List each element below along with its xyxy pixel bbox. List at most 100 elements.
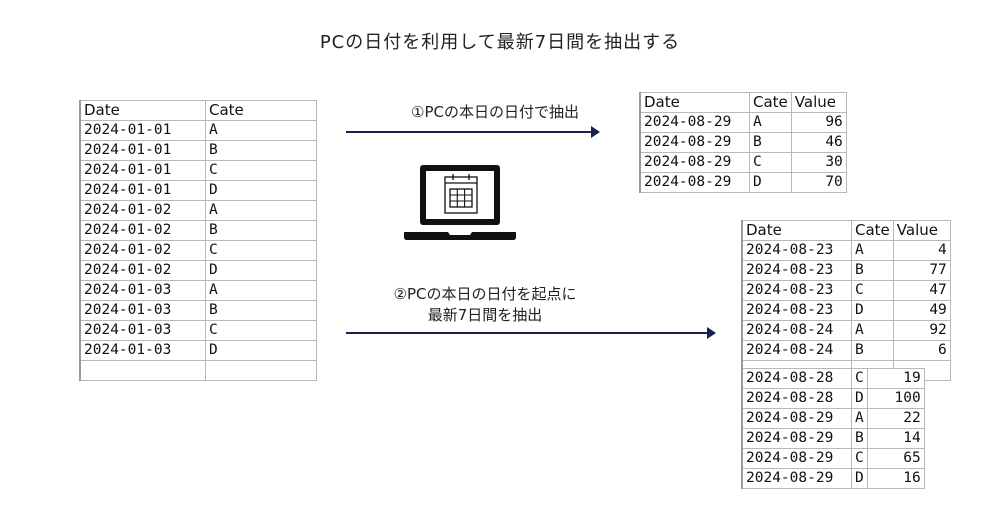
cate-cell: D xyxy=(749,172,792,193)
date-cell: 2024-01-03 xyxy=(79,340,206,361)
cate-cell: A xyxy=(205,120,317,141)
step1-label: ①PCの本日の日付で抽出 xyxy=(411,103,579,121)
date-cell: 2024-08-24 xyxy=(741,320,852,341)
step2-label-line2: 最新7日間を抽出 xyxy=(427,306,543,324)
value-cell: 96 xyxy=(790,112,847,133)
cate-cell: A xyxy=(205,280,317,301)
cate-cell: D xyxy=(205,180,317,201)
date-cell: 2024-08-23 xyxy=(741,280,852,301)
cate-cell: C xyxy=(205,320,317,341)
value-cell: 47 xyxy=(892,280,951,301)
cate-cell: C xyxy=(851,368,868,389)
date-cell: 2024-08-29 xyxy=(741,448,852,469)
value-cell: 70 xyxy=(790,172,847,193)
value-cell: 49 xyxy=(892,300,951,321)
cate-cell: D xyxy=(851,300,894,321)
date-cell: 2024-08-23 xyxy=(741,240,852,261)
value-cell: 65 xyxy=(866,448,925,469)
cate-cell: C xyxy=(205,160,317,181)
header-cate: Cate xyxy=(749,92,792,113)
laptop-calendar-icon xyxy=(404,165,516,240)
cate-cell: A xyxy=(851,408,868,429)
value-cell: 30 xyxy=(790,152,847,173)
cate-cell: D xyxy=(205,260,317,281)
cate-cell: B xyxy=(205,300,317,321)
value-cell: 100 xyxy=(866,388,925,409)
cate-cell: A xyxy=(851,240,894,261)
value-cell: 14 xyxy=(866,428,925,449)
date-cell: 2024-01-03 xyxy=(79,280,206,301)
value-cell: 19 xyxy=(866,368,925,389)
value-cell: 16 xyxy=(866,468,925,489)
header-cate: Cate xyxy=(851,220,894,241)
value-cell: 6 xyxy=(892,340,951,361)
cate-cell: D xyxy=(851,388,868,409)
cate-cell: C xyxy=(851,448,868,469)
cate-cell: C xyxy=(851,280,894,301)
date-cell: 2024-01-03 xyxy=(79,320,206,341)
date-cell: 2024-08-29 xyxy=(741,428,852,449)
date-cell: 2024-08-29 xyxy=(639,172,750,193)
cate-cell: B xyxy=(851,340,894,361)
date-cell: 2024-08-28 xyxy=(741,388,852,409)
header-cate: Cate xyxy=(205,100,317,121)
value-cell: 46 xyxy=(790,132,847,153)
cate-cell: B xyxy=(851,260,894,281)
date-cell: 2024-08-23 xyxy=(741,300,852,321)
step2-label: ②PCの本日の日付を起点に 最新7日間を抽出 xyxy=(360,284,610,326)
cate-cell: A xyxy=(851,320,894,341)
date-cell: 2024-08-24 xyxy=(741,340,852,361)
value-cell: 92 xyxy=(892,320,951,341)
date-cell: 2024-01-01 xyxy=(79,180,206,201)
cate-cell: B xyxy=(205,220,317,241)
date-cell: 2024-01-01 xyxy=(79,140,206,161)
header-date: Date xyxy=(741,220,852,241)
value-cell: 22 xyxy=(866,408,925,429)
cate-cell: B xyxy=(749,132,792,153)
cate-cell: B xyxy=(851,428,868,449)
page-title: PCの日付を利用して最新7日間を抽出する xyxy=(319,32,681,53)
header-value: Value xyxy=(790,92,847,113)
date-cell: 2024-01-03 xyxy=(79,300,206,321)
value-cell: 77 xyxy=(892,260,951,281)
date-cell: 2024-08-29 xyxy=(639,112,750,133)
date-cell: 2024-08-23 xyxy=(741,260,852,281)
date-cell: 2024-01-02 xyxy=(79,240,206,261)
cate-cell: B xyxy=(205,140,317,161)
step2-label-line1: ②PCの本日の日付を起点に xyxy=(393,285,577,303)
truncated-row xyxy=(79,360,317,381)
step2-arrow xyxy=(346,327,716,339)
cate-cell: C xyxy=(749,152,792,173)
date-cell: 2024-01-02 xyxy=(79,200,206,221)
date-cell: 2024-08-29 xyxy=(741,468,852,489)
cate-cell: D xyxy=(851,468,868,489)
date-cell: 2024-01-02 xyxy=(79,220,206,241)
date-cell: 2024-08-29 xyxy=(639,132,750,153)
date-cell: 2024-08-28 xyxy=(741,368,852,389)
date-cell: 2024-01-02 xyxy=(79,260,206,281)
step1-arrow xyxy=(346,126,600,138)
